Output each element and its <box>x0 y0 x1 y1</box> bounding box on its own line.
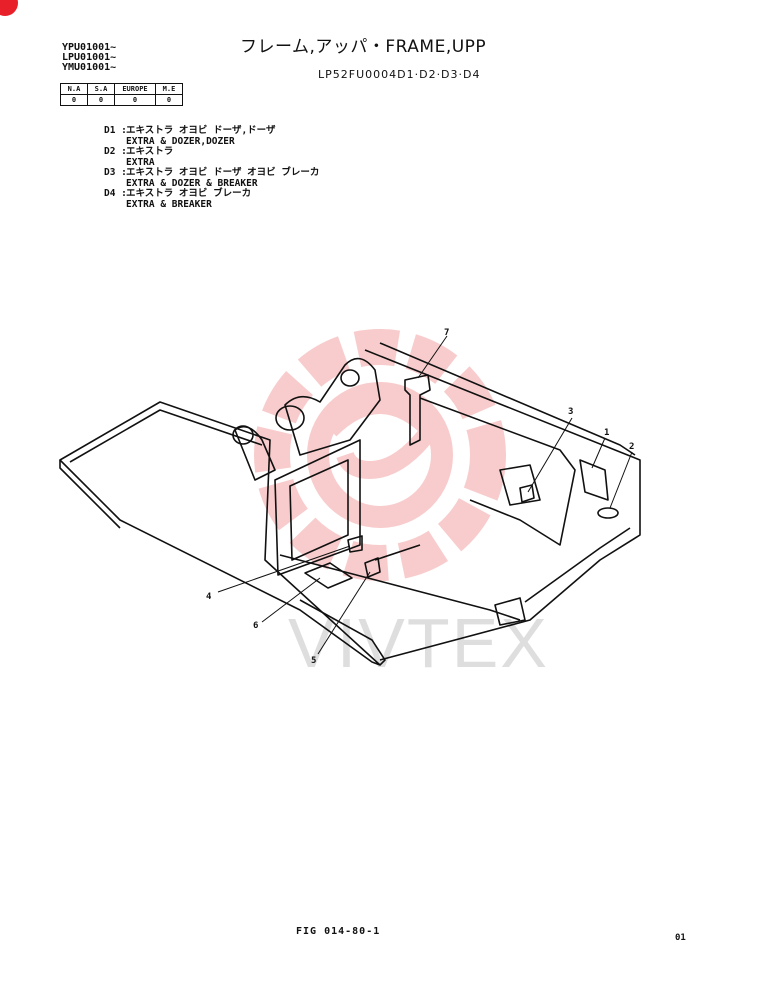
region-table: N.A S.A EUROPE M.E 0 0 0 0 <box>60 83 183 106</box>
page-title: フレーム,アッパ・FRAME,UPP <box>240 37 487 57</box>
callout-label: 1 <box>604 428 609 438</box>
variant-jp: エキストラ オヨビ ドーザ オヨビ ブレーカ <box>126 167 320 178</box>
variant-item: D4 : エキストラ オヨビ ブレーカ EXTRA & BREAKER <box>104 188 319 210</box>
frame-lines <box>59 342 641 666</box>
callout-label: 6 <box>253 621 258 631</box>
variant-en: EXTRA <box>126 156 155 168</box>
leader-lines <box>217 335 633 655</box>
callout-label: 2 <box>629 442 634 452</box>
gear-logo <box>254 329 506 581</box>
corner-mark <box>0 0 18 16</box>
callout-label: 7 <box>444 328 449 338</box>
figure-label: FIG 014-80-1 <box>296 926 381 937</box>
variant-en: EXTRA & DOZER,DOZER <box>126 135 235 147</box>
variant-item: D2 : エキストラ EXTRA <box>104 146 319 168</box>
variant-list: D1 : エキストラ オヨビ ドーザ,ドーザ EXTRA & DOZER,DOZ… <box>104 125 320 210</box>
callout-label: 3 <box>568 407 573 417</box>
variant-jp: エキストラ オヨビ ブレーカ <box>126 188 252 199</box>
callout-label: 5 <box>311 656 316 666</box>
variant-jp: エキストラ <box>126 146 174 157</box>
region-value-row: 0 0 0 0 <box>60 94 183 106</box>
region-value: 0 <box>155 94 183 106</box>
variant-item: D1 : エキストラ オヨビ ドーザ,ドーザ EXTRA & DOZER,DOZ… <box>104 125 319 147</box>
variant-code: D3 : <box>104 167 127 178</box>
variant-jp: エキストラ オヨビ ドーザ,ドーザ <box>126 125 276 136</box>
model-code: LPU01001~ <box>62 52 117 63</box>
variant-code: D4 : <box>104 188 127 199</box>
variant-code: D1 : <box>104 125 127 136</box>
variant-en: EXTRA & BREAKER <box>126 198 212 210</box>
variant-en: EXTRA & DOZER & BREAKER <box>126 177 258 189</box>
variant-item: D3 : エキストラ オヨビ ドーザ オヨビ ブレーカ EXTRA & DOZE… <box>104 167 320 189</box>
model-code: YMU01001~ <box>62 62 117 73</box>
model-codes: YPU01001~ LPU01001~ YMU01001~ <box>62 43 116 73</box>
region-value: 0 <box>60 94 88 106</box>
callout-label: 4 <box>206 592 212 602</box>
page-number: 01 <box>675 933 686 943</box>
model-code: YPU01001~ <box>62 42 117 53</box>
variant-code: D2 : <box>104 146 127 157</box>
part-code: LP52FU0004D1·D2·D3·D4 <box>318 68 481 81</box>
